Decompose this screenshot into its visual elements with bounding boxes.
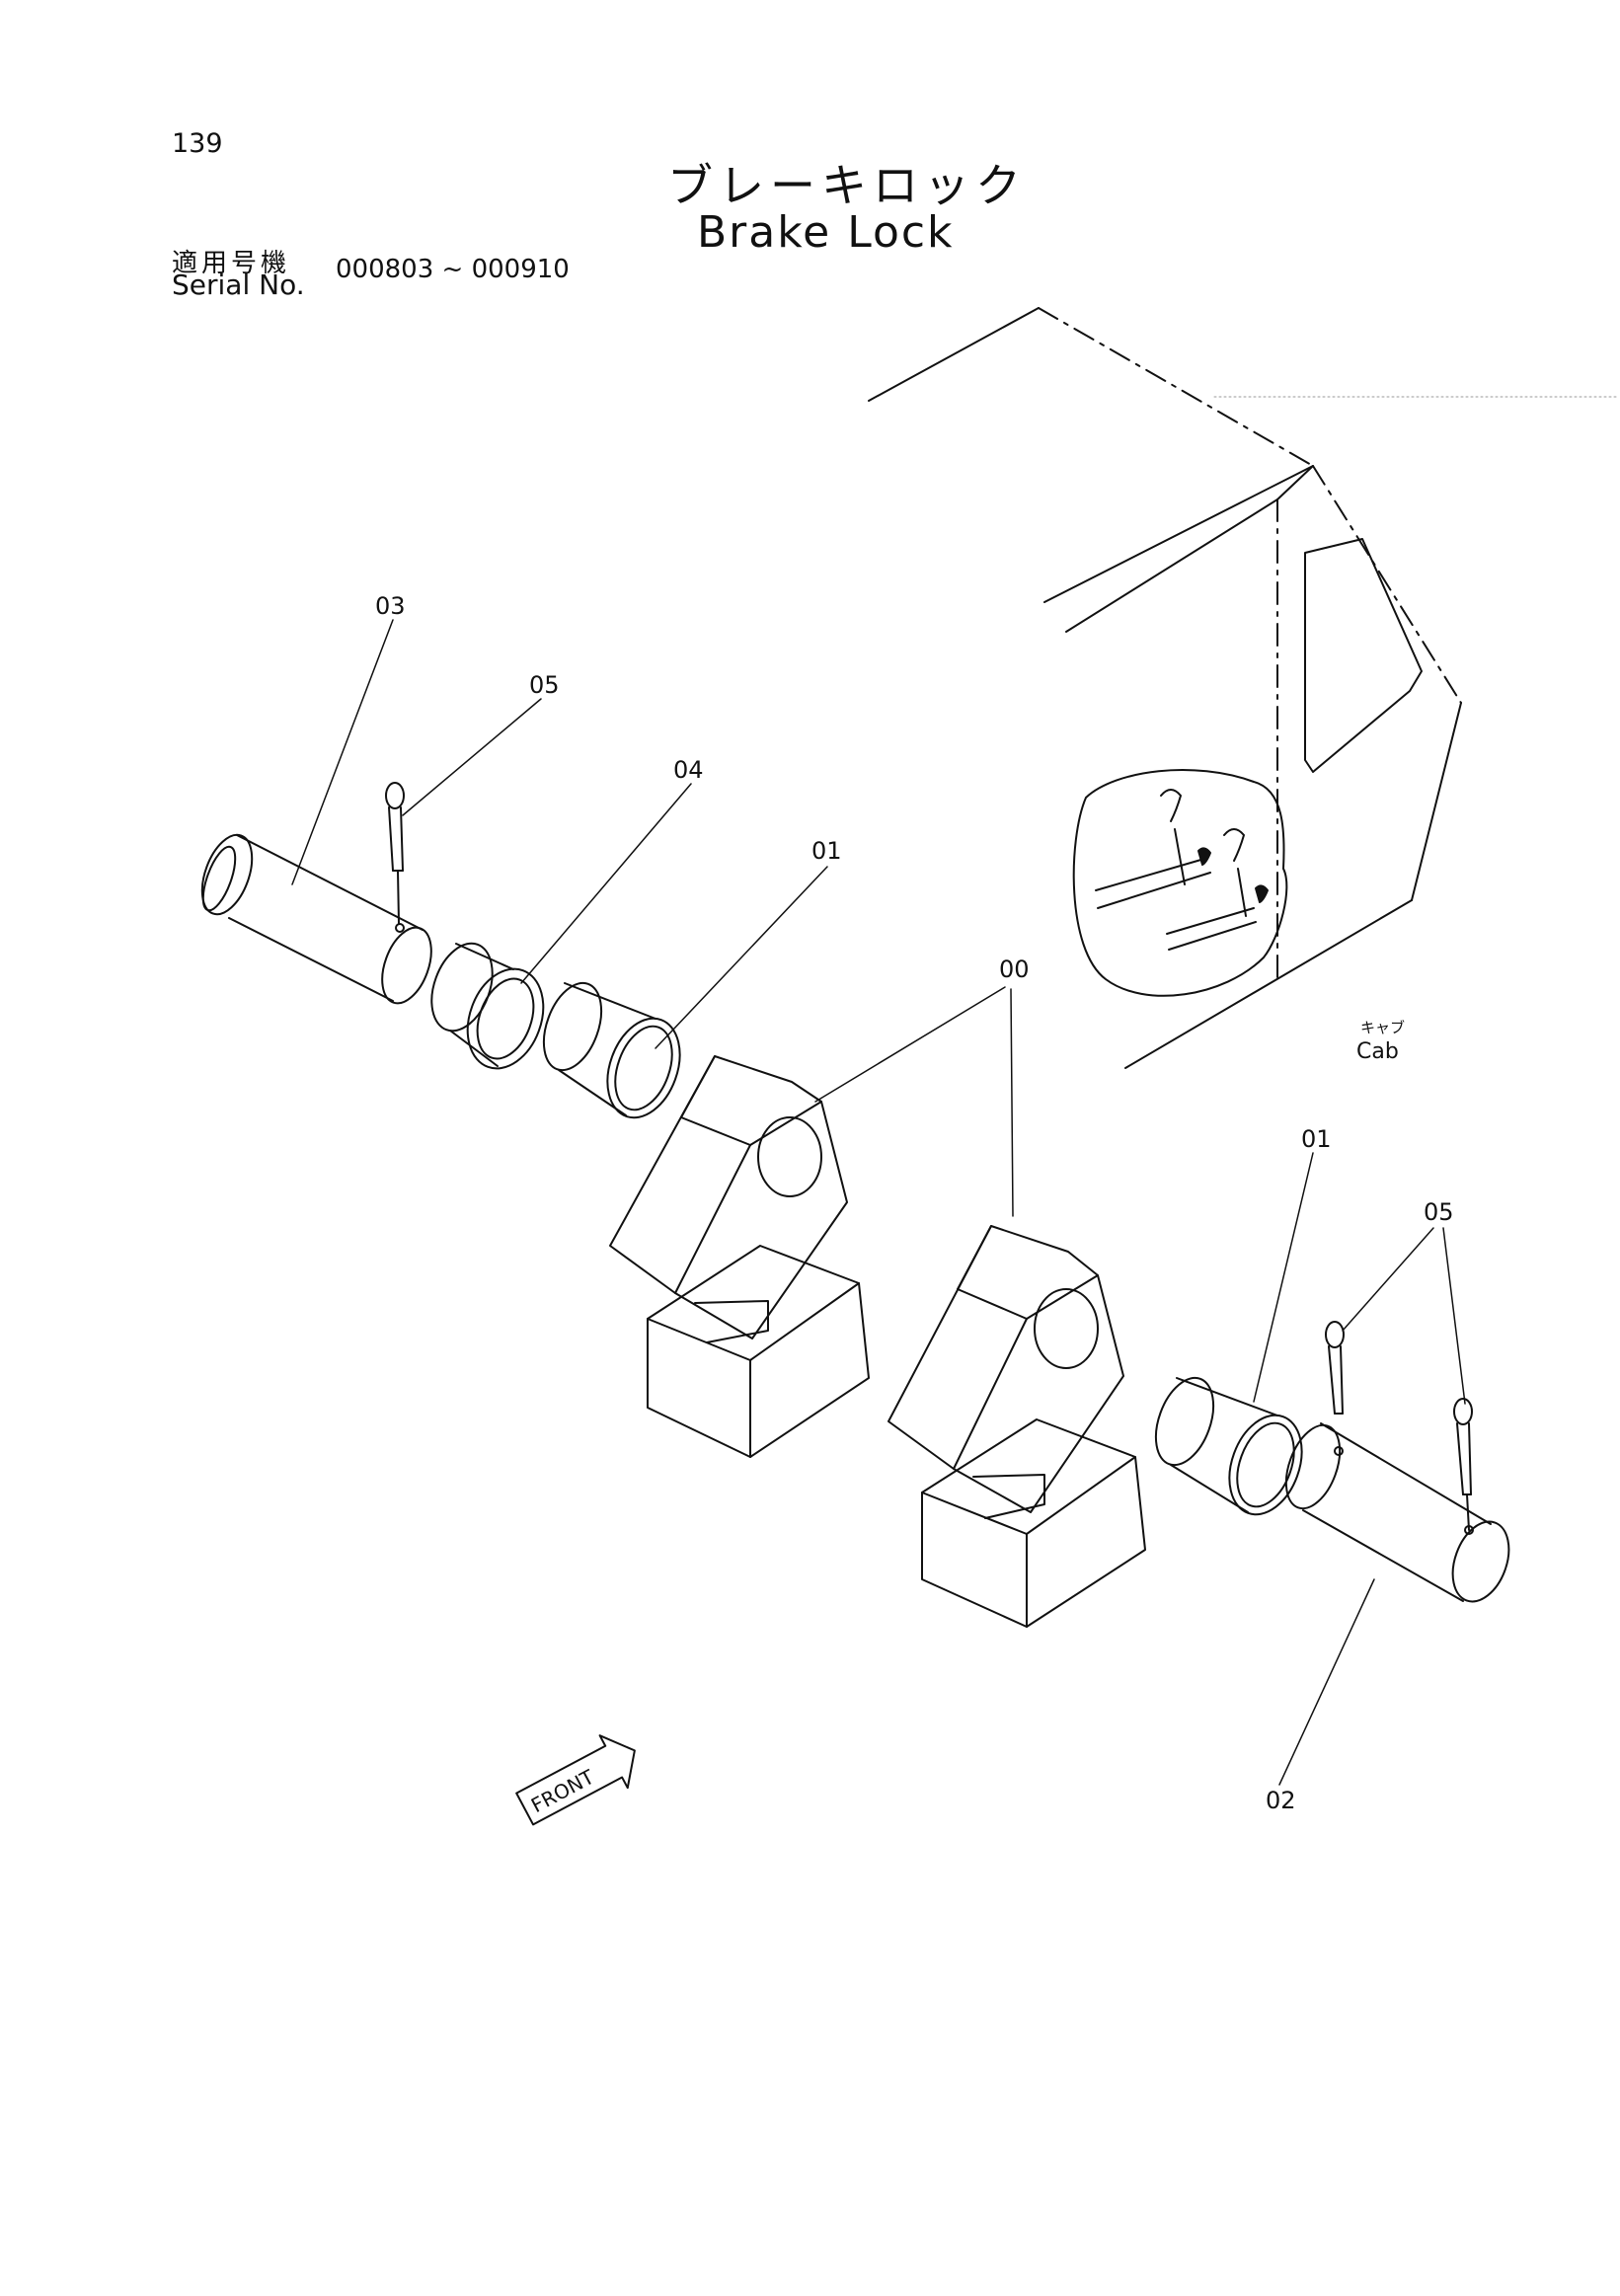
- bracket-00-left: [609, 1055, 870, 1458]
- callout-04: 04: [673, 756, 704, 784]
- cotter-pin-05-left: [385, 782, 405, 925]
- bracket-00-right: [887, 1225, 1146, 1628]
- callout-05-right: 05: [1424, 1198, 1454, 1226]
- callout-01-right: 01: [1301, 1125, 1332, 1153]
- pin-03: [200, 833, 432, 1005]
- serial-range: 000803 ~ 000910: [336, 255, 570, 284]
- bushing-04: [430, 942, 545, 1070]
- serial-label-japanese: 適用号機: [172, 249, 291, 278]
- cab-label-english: Cab: [1356, 1039, 1399, 1064]
- bushing-01-left: [542, 981, 681, 1119]
- page-number: 139: [172, 128, 223, 159]
- title-english: Brake Lock: [697, 207, 955, 258]
- callout-03: 03: [375, 592, 406, 620]
- callout-05-left: 05: [529, 671, 560, 699]
- callout-01-left: 01: [811, 837, 842, 865]
- callout-00: 00: [999, 956, 1030, 983]
- callout-02: 02: [1266, 1787, 1296, 1814]
- pin-02: [1284, 1422, 1510, 1603]
- callout-leader-lines: [291, 619, 1466, 1786]
- cab-label-japanese: キャブ: [1360, 1019, 1405, 1036]
- bushing-01-right: [1154, 1376, 1303, 1516]
- serial-label-english: Serial No.: [172, 268, 305, 301]
- cotter-pins-05-right: [1325, 1321, 1473, 1531]
- title-japanese: ブレーキロック: [667, 159, 1027, 212]
- cab-detail-inset: [1072, 769, 1288, 997]
- front-direction-arrow: FRONT: [515, 1734, 636, 1826]
- cab-outline: [868, 307, 1620, 1069]
